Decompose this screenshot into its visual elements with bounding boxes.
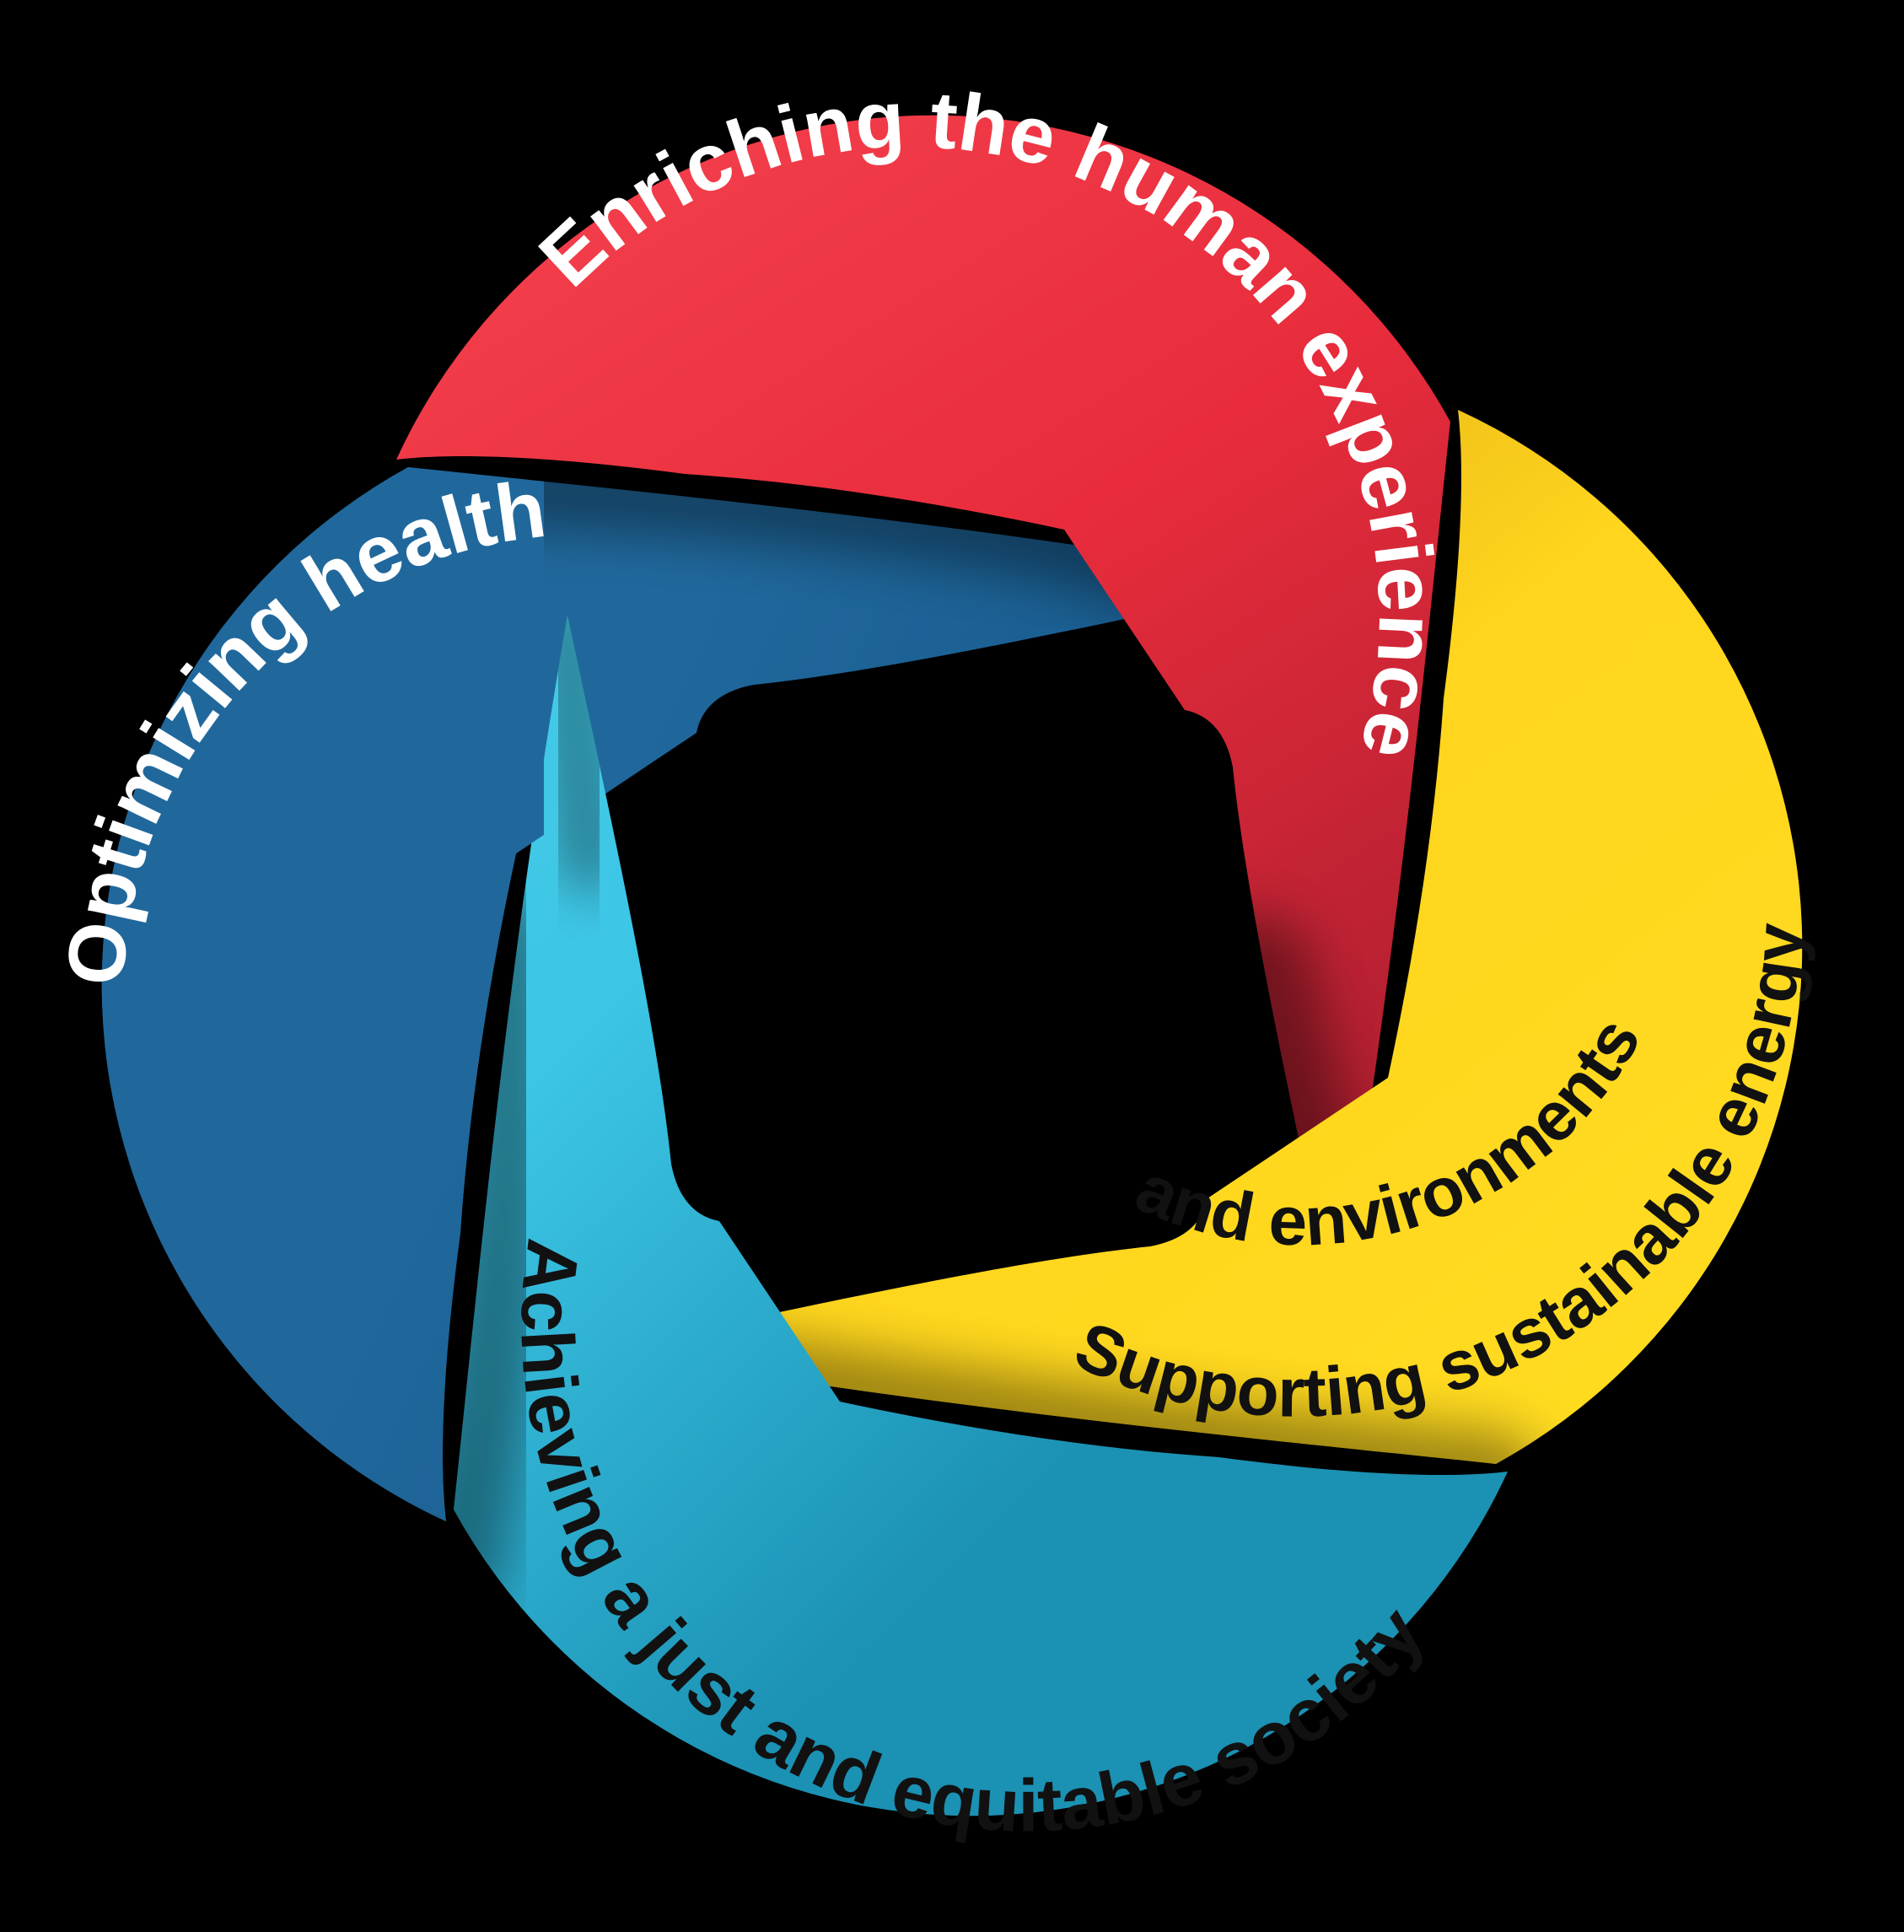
rings-canvas: Enriching the human experience Optimizin…: [50, 73, 1819, 1848]
interlocking-rings-diagram: Enriching the human experience Optimizin…: [50, 73, 1819, 1848]
